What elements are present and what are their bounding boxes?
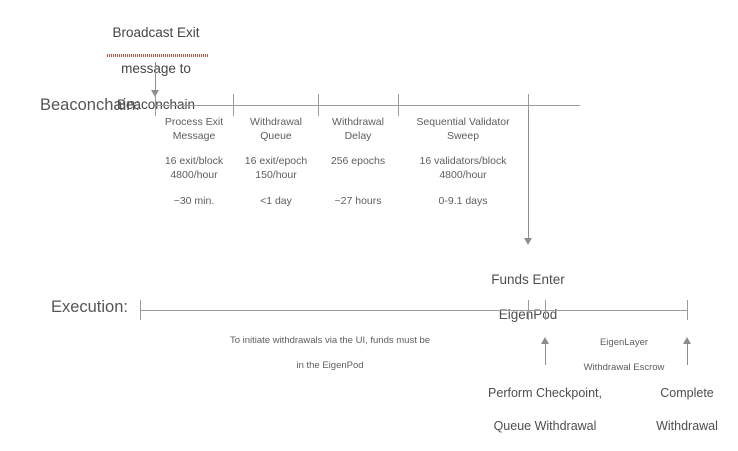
eigenlayer-withdrawal-escrow-label: EigenLayer Withdrawal Escrow [566,324,682,388]
funds-enter-arrow-head-icon [524,238,532,245]
funds-enter-arrow-shaft [528,110,529,240]
diagram-canvas: Broadcast Exit message to Beaconchain Be… [40,6,718,433]
beaconchain-timeline-axis [155,105,580,106]
spellcheck-underline-icon [107,54,208,57]
broadcast-exit-line-3: Beaconchain [116,96,196,112]
complete-arrow-shaft [687,343,688,365]
checkpoint-arrow-head-icon [541,337,549,344]
segment-3-duration: 0-9.1 days [438,195,488,207]
checkpoint-line-1: Perform Checkpoint, [488,385,602,400]
broadcast-exit-line-1: Broadcast Exit [112,24,200,40]
segment-2-title: Withdrawal Delay [332,116,384,142]
funds-enter-line-1: Funds Enter [491,271,565,287]
broadcast-arrow-head-icon [151,90,159,97]
segment-3-title: Sequential Validator Sweep [416,116,510,142]
segment-3-rate: 16 validators/block 4800/hour [419,155,507,181]
row-label-beaconchain: Beaconchain: [40,96,140,114]
segment-2-duration: ~27 hours [334,195,382,207]
execution-eigenpod-note: To initiate withdrawals via the UI, fund… [180,322,480,386]
segment-1-title: Withdrawal Queue [250,116,302,142]
perform-checkpoint-label: Perform Checkpoint, Queue Withdrawal [470,368,620,451]
complete-withdrawal-label: Complete Withdrawal [630,368,738,451]
execution-timeline-axis [140,310,688,311]
complete-arrow-head-icon [683,337,691,344]
execution-note-line-1: To initiate withdrawals via the UI, fund… [229,334,431,346]
escrow-line-1: EigenLayer [599,336,649,348]
segment-0-rate: 16 exit/block 4800/hour [164,155,224,181]
broadcast-exit-annotation: Broadcast Exit message to Beaconchain [80,6,232,132]
segment-2-rate: 256 epochs [330,155,386,167]
execution-tick-complete [687,300,688,320]
segment-1-duration: <1 day [260,195,292,207]
execution-tick-start [140,300,141,320]
beaconchain-tick-2 [318,94,319,116]
beaconchain-tick-4 [528,94,529,116]
escrow-line-2: Withdrawal Escrow [583,362,665,374]
beaconchain-tick-0 [155,94,156,116]
segment-1-rate: 16 exit/epoch 150/hour [244,155,308,181]
broadcast-arrow-shaft [155,62,156,92]
checkpoint-arrow-shaft [545,343,546,365]
execution-tick-checkpoint-b [545,300,546,320]
beaconchain-tick-1 [233,94,234,116]
execution-tick-checkpoint-a [528,300,529,320]
complete-line-2: Withdrawal [656,418,718,433]
segment-0-duration: ~30 min. [173,195,215,207]
segment-0-title: Process Exit Message [164,116,224,142]
complete-line-1: Complete [660,385,714,400]
checkpoint-line-2: Queue Withdrawal [493,418,597,433]
row-label-execution: Execution: [50,298,128,316]
execution-note-line-2: in the EigenPod [296,360,364,372]
beaconchain-tick-3 [398,94,399,116]
broadcast-exit-line-2: message to [121,60,191,76]
